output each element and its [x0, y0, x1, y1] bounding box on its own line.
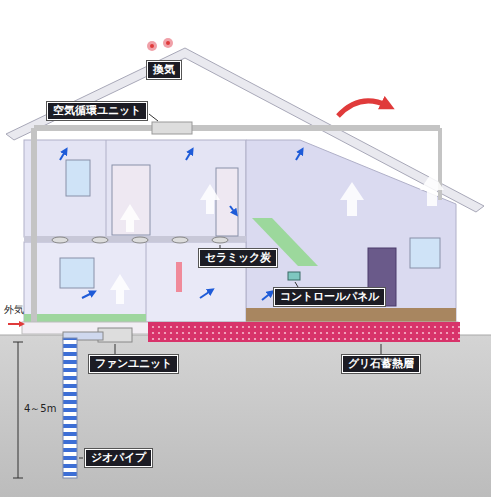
ducts — [152, 122, 192, 134]
callout-box: 換気 — [147, 61, 181, 79]
roof — [166, 41, 170, 45]
house-rooms — [146, 242, 147, 322]
ducts — [34, 122, 440, 326]
air-flow-arrows — [230, 206, 236, 214]
foundation — [148, 322, 460, 342]
leader-lines — [295, 282, 298, 287]
house-rooms — [216, 168, 238, 236]
annotation-label: 4～5m — [24, 402, 56, 415]
callout-text: グリ石蓄熱層 — [348, 357, 414, 371]
foundation — [8, 322, 460, 478]
leader-lines — [220, 245, 221, 248]
leader-lines — [79, 458, 83, 459]
air-flow-arrows — [340, 182, 364, 216]
foundation — [63, 338, 77, 478]
ceramic-charcoal — [132, 237, 148, 243]
air-flow-arrows — [262, 292, 272, 300]
ducts — [31, 128, 37, 326]
callout-text: セラミック炭 — [205, 251, 271, 265]
ceramic-charcoal — [92, 237, 108, 243]
house-rooms — [24, 140, 246, 237]
ground — [0, 335, 491, 497]
air-flow-arrows — [420, 172, 444, 206]
house-rooms — [24, 314, 146, 322]
callout-box: 空気循環ユニット — [47, 102, 147, 120]
air-flow-arrows — [120, 204, 140, 232]
callout-text: 空気循環ユニット — [53, 104, 141, 118]
house-rooms — [246, 308, 456, 322]
leader-lines — [381, 344, 382, 354]
roof — [338, 101, 388, 116]
ceramic-charcoal — [52, 237, 228, 243]
roof — [163, 38, 173, 48]
annotation-label: 外気 — [4, 303, 24, 316]
house-rooms — [106, 140, 107, 236]
air-flow-arrows — [60, 150, 444, 304]
callout-text: ファンユニット — [95, 357, 172, 371]
callout-text: ジオパイプ — [91, 451, 146, 465]
depth-dimension — [13, 342, 23, 478]
callout-box: セラミック炭 — [199, 249, 277, 267]
air-flow-arrows — [186, 150, 192, 160]
air-flow-arrows — [200, 290, 212, 298]
house-rooms — [246, 140, 456, 322]
ground — [0, 335, 491, 497]
roof — [150, 44, 154, 48]
callout-box: グリ石蓄熱層 — [342, 355, 420, 373]
ceramic-charcoal — [212, 237, 228, 243]
air-flow-arrows — [296, 150, 302, 160]
house-rooms — [66, 160, 90, 196]
house-rooms — [112, 165, 150, 235]
air-flow-arrows — [82, 292, 94, 298]
house-rooms — [288, 272, 300, 280]
ceramic-charcoal — [52, 237, 68, 243]
house-rooms — [176, 262, 182, 292]
foundation — [8, 323, 22, 325]
callout-text: コントロールパネル — [280, 290, 379, 304]
ducts — [34, 125, 440, 131]
ceramic-charcoal — [172, 237, 188, 243]
house-rooms — [410, 238, 440, 268]
roof — [147, 41, 157, 51]
leader-lines — [79, 114, 381, 458]
leader-lines — [115, 344, 116, 354]
air-flow-arrows — [200, 184, 220, 214]
leader-lines — [149, 114, 158, 121]
air-flow-arrows — [60, 150, 66, 160]
callout-text: 換気 — [153, 63, 175, 77]
callout-box: ジオパイプ — [85, 449, 152, 467]
depth-dimension — [18, 342, 19, 478]
callout-box: コントロールパネル — [274, 288, 385, 306]
depth-dimension — [13, 478, 23, 479]
house-rooms — [60, 258, 94, 288]
depth-dimension — [13, 342, 23, 343]
air-flow-arrows — [110, 274, 130, 304]
house-rooms — [24, 140, 456, 322]
house-rooms — [24, 236, 246, 242]
callout-box: ファンユニット — [89, 355, 178, 373]
